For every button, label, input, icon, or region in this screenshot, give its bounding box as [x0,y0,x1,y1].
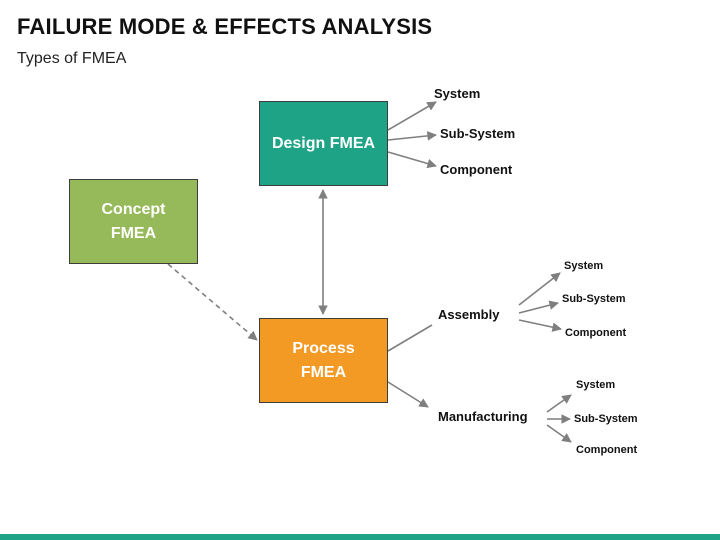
manufacturing-item-component: Component [576,444,638,456]
arrow-process-to-manufacturing [387,381,429,408]
arrow-design-to-subsystem [387,131,437,141]
design-fmea-box: Design FMEA [259,101,388,186]
design-output-component: Component [440,162,513,177]
design-output-subsystem: Sub-System [440,126,516,141]
arrow-assembly-to-subsystem [518,300,559,314]
process-fmea-box: Process FMEA [259,318,388,403]
arrow-design-to-component [387,151,437,169]
concept-fmea-label-line2: FMEA [110,224,157,242]
manufacturing-item-system: System [576,379,616,391]
process-fmea-label-line2: FMEA [300,363,347,381]
arrow-assembly-to-system [518,272,561,306]
assembly-item-system: System [564,260,604,272]
arrow-assembly-to-component [518,319,562,332]
arrow-concept-to-process-dashed [167,263,258,341]
page-subtitle: Types of FMEA [17,50,127,67]
arrow-manufacturing-to-system [546,394,572,413]
design-fmea-label: Design FMEA [271,134,376,152]
concept-fmea-box: Concept FMEA [69,179,198,264]
concept-fmea-label-line1: Concept [101,200,166,218]
line-process-to-assembly [387,324,433,352]
process-fmea-label-line1: Process [292,339,355,357]
design-output-system: System [434,86,481,101]
assembly-item-subsystem: Sub-System [562,293,626,305]
manufacturing-item-subsystem: Sub-System [574,413,638,425]
footer-accent-bar [0,534,720,540]
arrow-manufacturing-to-component [546,424,572,443]
assembly-item-component: Component [565,327,627,339]
process-output-assembly: Assembly [438,307,500,322]
process-output-manufacturing: Manufacturing [438,409,528,424]
arrow-design-to-system [387,101,437,131]
page-title: FAILURE MODE & EFFECTS ANALYSIS [17,14,433,39]
